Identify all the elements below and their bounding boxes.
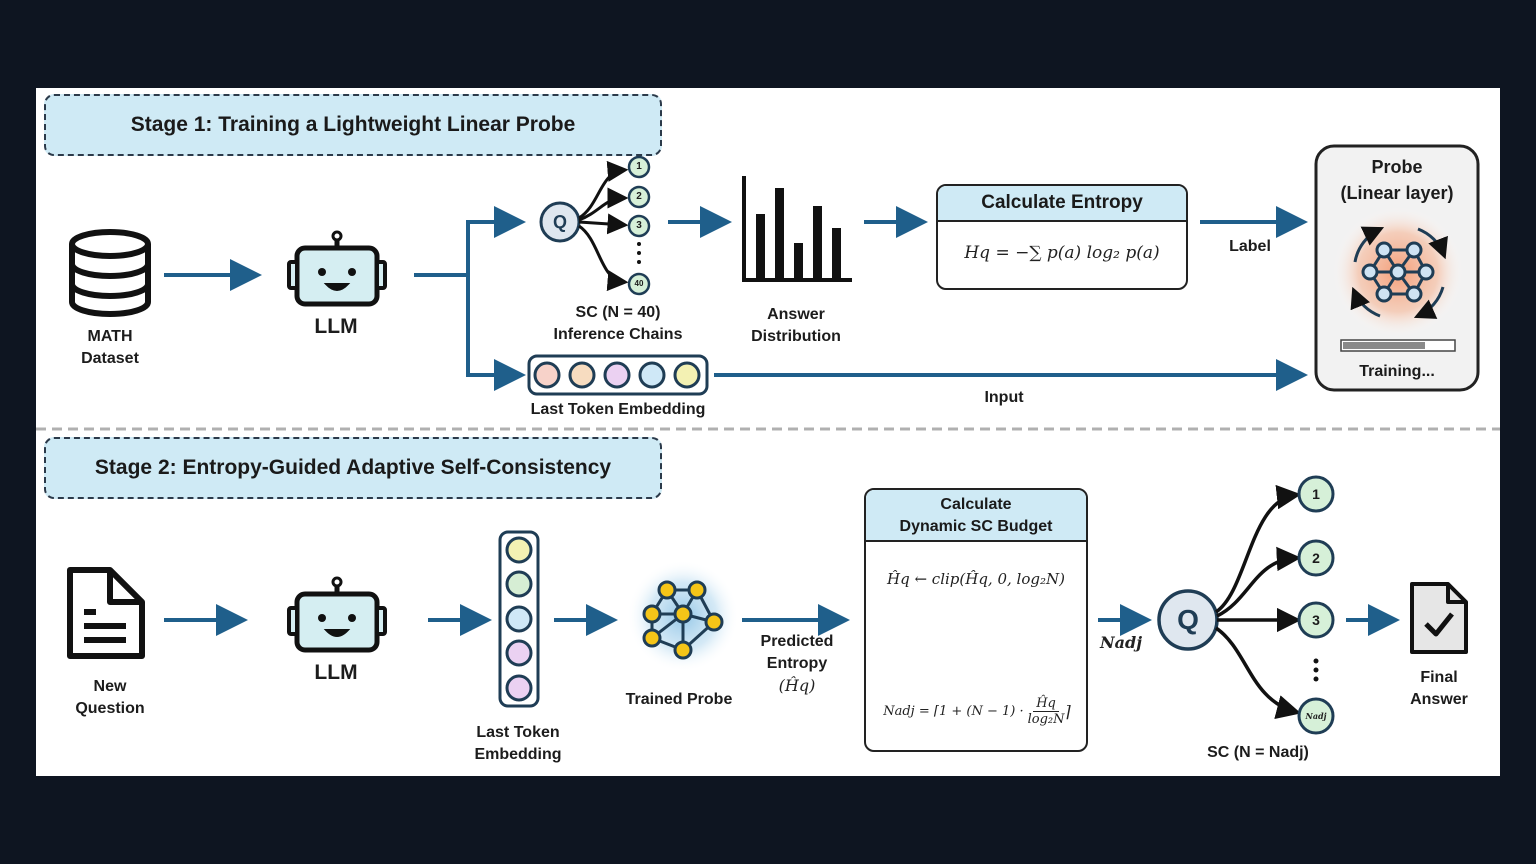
llm-label-stage1: LLM xyxy=(314,315,358,338)
stage1-title: Stage 1: Training a Lightweight Linear P… xyxy=(130,113,576,136)
nadj-arrow-label: Nadj xyxy=(1100,633,1142,652)
nadj-formula-left: Nadj = ⌈1 + (N − 1) · xyxy=(883,704,1024,719)
label-text: Label xyxy=(1229,238,1271,255)
sc-label: SC (N = 40) xyxy=(575,304,661,321)
q-node-stage2-label: Q xyxy=(1177,604,1199,635)
embedding-label-stage1: Last Token Embedding xyxy=(530,401,706,418)
chain2-node-2: 2 xyxy=(1312,550,1320,566)
nadj-frac-den: log₂N xyxy=(1027,712,1065,727)
trained-probe-label: Trained Probe xyxy=(625,691,733,708)
sc-chains-stage2 xyxy=(1157,475,1335,735)
stage1-title-box: Stage 1: Training a Lightweight Linear P… xyxy=(44,94,662,156)
sc-label-stage2: SC (N = Nadj) xyxy=(1207,744,1309,761)
trained-probe-icon xyxy=(627,560,739,672)
clip-formula: Ĥq ← clip(Ĥq, 0, log₂N) xyxy=(887,570,1065,588)
checked-document-icon xyxy=(1410,582,1468,654)
question-label-1: New xyxy=(93,678,127,695)
dataset-label-1: MATH xyxy=(87,328,133,345)
entropy-formula: Hq = −∑ p(a) log₂ p(a) xyxy=(964,243,1160,263)
llm-label-stage2: LLM xyxy=(314,661,358,684)
budget-title-2: Dynamic SC Budget xyxy=(899,518,1053,535)
answer-label-1: Answer xyxy=(767,306,825,323)
entropy-box: Calculate Entropy Hq = −∑ p(a) log₂ p(a) xyxy=(936,184,1188,290)
chain2-node-1: 1 xyxy=(1312,486,1320,502)
predicted-label-2: Entropy xyxy=(766,655,828,672)
final-label-1: Final xyxy=(1420,669,1458,686)
embedding-label-stage2-2: Embedding xyxy=(474,746,562,763)
chain2-node-nadj: Nadj xyxy=(1305,711,1327,721)
probe-title-2: (Linear layer) xyxy=(1340,183,1454,203)
chain2-node-3: 3 xyxy=(1312,612,1320,628)
stage1-arrows xyxy=(164,206,1308,391)
predicted-label-3: (Ĥq) xyxy=(778,676,816,695)
training-progress-bar xyxy=(1340,339,1456,352)
diagram-panel xyxy=(36,88,1500,776)
chain-node-3: 3 xyxy=(636,220,642,231)
budget-title-1: Calculate xyxy=(940,496,1012,513)
bar-chart-icon xyxy=(742,176,852,282)
document-icon xyxy=(67,567,145,659)
chain-node-1: 1 xyxy=(636,161,642,172)
probe-title-1: Probe xyxy=(1371,157,1423,177)
stage2-title: Stage 2: Entropy-Guided Adaptive Self-Co… xyxy=(94,456,612,479)
predicted-label-1: Predicted xyxy=(760,633,834,650)
robot-icon xyxy=(287,576,387,653)
neural-network-icon xyxy=(1361,241,1435,303)
chain-node-2: 2 xyxy=(636,191,642,202)
budget-box: Calculate Dynamic SC Budget Ĥq ← clip(Ĥq… xyxy=(864,488,1088,752)
input-text: Input xyxy=(984,389,1024,406)
sc-chains-stage1 xyxy=(539,155,651,296)
robot-icon xyxy=(287,230,387,307)
q-node-label: Q xyxy=(552,212,567,232)
nadj-fraction: Ĥq log₂N xyxy=(1028,696,1065,727)
embedding-vector-stage2 xyxy=(498,530,540,708)
chain-node-40: 40 xyxy=(634,279,644,288)
chains-label: Inference Chains xyxy=(553,326,683,343)
dataset-label-2: Dataset xyxy=(81,350,139,367)
budget-title: Calculate Dynamic SC Budget xyxy=(866,490,1086,542)
nadj-frac-num: Ĥq xyxy=(1033,696,1059,712)
training-label: Training... xyxy=(1359,363,1435,380)
question-label-2: Question xyxy=(75,700,145,717)
nadj-formula: Nadj = ⌈1 + (N − 1) · Ĥq log₂N ⌉ xyxy=(870,696,1084,727)
entropy-title: Calculate Entropy xyxy=(938,186,1186,222)
database-icon xyxy=(69,229,151,317)
final-label-2: Answer xyxy=(1410,691,1468,708)
embedding-label-stage2-1: Last Token xyxy=(476,724,560,741)
answer-label-2: Distribution xyxy=(751,328,841,345)
stage2-title-box: Stage 2: Entropy-Guided Adaptive Self-Co… xyxy=(44,437,662,499)
ceil-close: ⌉ xyxy=(1064,702,1071,721)
probe-box xyxy=(1314,144,1480,392)
embedding-vector-stage1 xyxy=(527,354,709,396)
